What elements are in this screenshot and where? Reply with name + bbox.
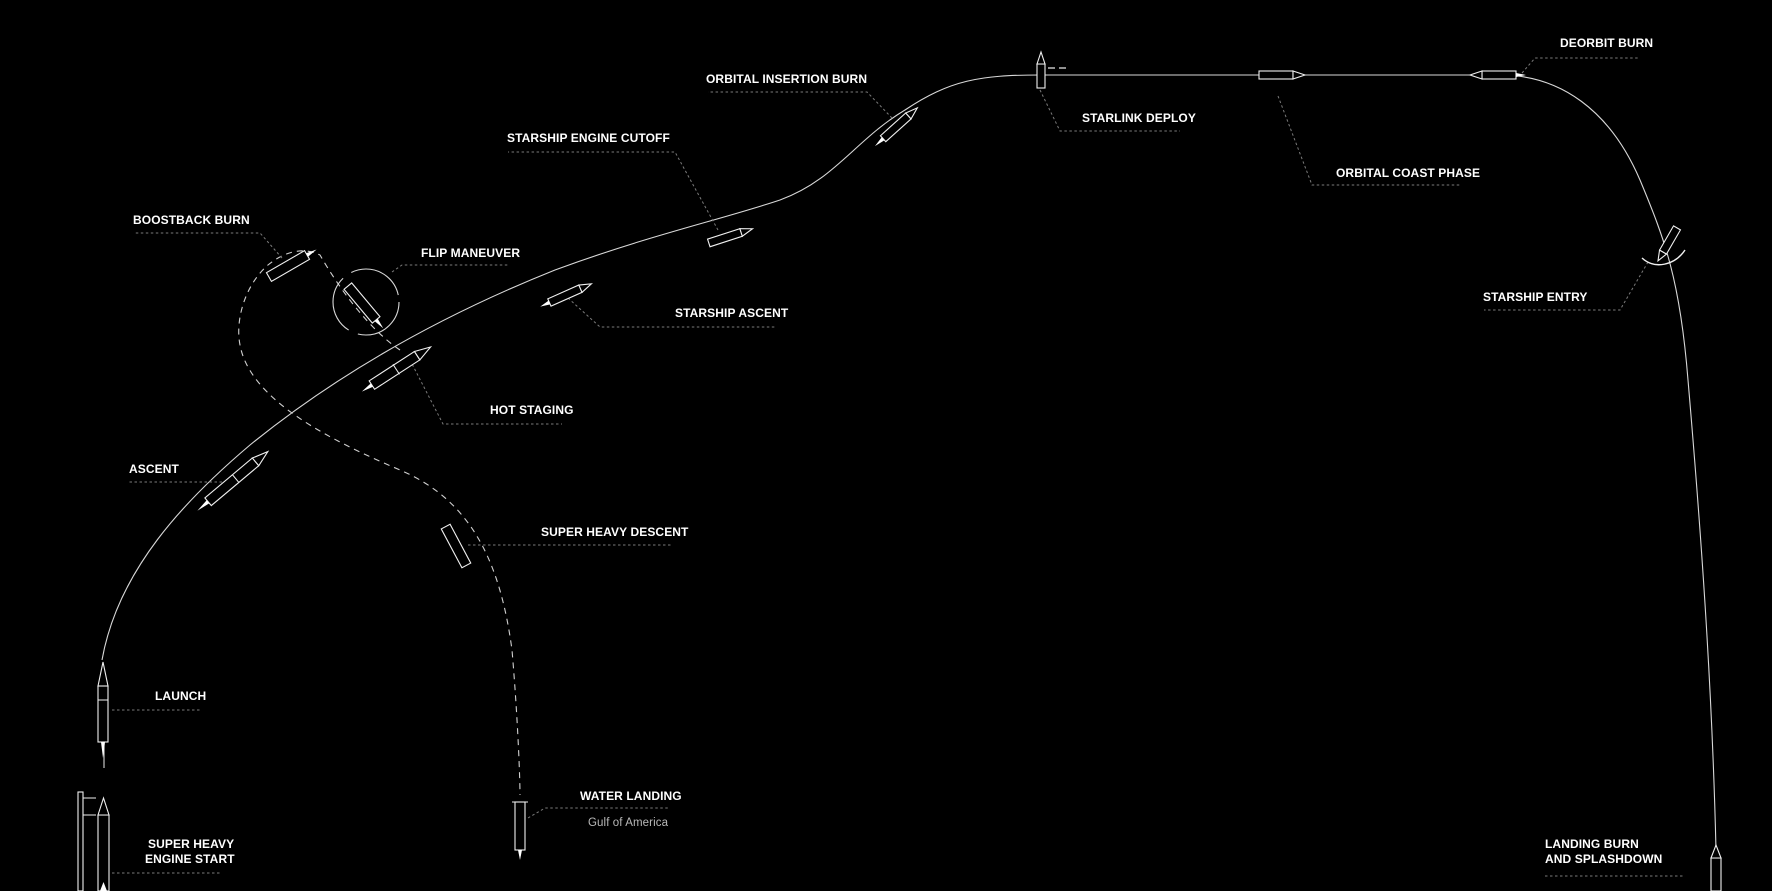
- orbital-insertion-icon: [874, 106, 919, 147]
- label-starship-engine-cutoff: STARSHIP ENGINE CUTOFF: [507, 131, 670, 145]
- leader-starlink-deploy: [1039, 89, 1180, 132]
- launch-tower-icon: [77, 791, 110, 891]
- rocket-launch-icon: [97, 661, 109, 758]
- starship-ascent-icon: [540, 283, 593, 307]
- label-water-landing: WATER LANDING: [580, 789, 682, 803]
- starship-trajectory: [101, 74, 1717, 851]
- super-heavy-descent-icon: [440, 523, 472, 569]
- deorbit-burn-icon: [1468, 70, 1526, 80]
- label-flip-maneuver: FLIP MANEUVER: [421, 246, 520, 260]
- label-ascent: ASCENT: [129, 462, 180, 476]
- label-hot-staging: HOT STAGING: [490, 403, 574, 417]
- label-orbital-insertion-burn: ORBITAL INSERTION BURN: [706, 72, 867, 86]
- label-starship-ascent: STARSHIP ASCENT: [675, 306, 789, 320]
- flip-maneuver-icon: [332, 268, 400, 336]
- label-landing-burn-line1: LANDING BURN: [1545, 837, 1639, 851]
- leader-boostback-burn: [134, 232, 283, 259]
- leader-deorbit-burn: [1521, 57, 1640, 74]
- leader-orbital-coast-phase: [1277, 95, 1460, 186]
- label-starship-entry: STARSHIP ENTRY: [1483, 290, 1588, 304]
- leader-hot-staging: [409, 359, 562, 425]
- label-super-heavy-engine-start-line2: ENGINE START: [145, 852, 235, 866]
- boostback-booster-icon: [265, 249, 317, 283]
- hot-staging-icon: [361, 345, 433, 392]
- label-starlink-deploy: STARLINK DEPLOY: [1082, 111, 1196, 125]
- label-orbital-coast-phase: ORBITAL COAST PHASE: [1336, 166, 1480, 180]
- booster-return-trajectory: [238, 250, 521, 796]
- leader-starship-engine-cutoff: [508, 151, 719, 231]
- label-launch: LAUNCH: [155, 689, 206, 703]
- starlink-deploy-icon: [1036, 50, 1066, 89]
- leader-lines: [112, 57, 1685, 877]
- label-landing-burn-line2: AND SPLASHDOWN: [1545, 852, 1662, 866]
- leader-starship-entry: [1484, 261, 1649, 311]
- starship-cutoff-icon: [706, 227, 755, 248]
- starship-entry-icon: [1641, 225, 1686, 266]
- label-boostback-burn: BOOSTBACK BURN: [133, 213, 250, 227]
- water-landing-icon: [512, 801, 528, 860]
- leader-flip-maneuver: [391, 264, 508, 273]
- leader-water-landing: [527, 807, 668, 819]
- leader-orbital-insertion-burn: [708, 91, 893, 119]
- label-water-landing-location: Gulf of America: [588, 817, 669, 829]
- rocket-ascent-icon: [197, 450, 270, 511]
- landing-burn-icon: [1710, 843, 1722, 891]
- orbital-coast-icon: [1258, 70, 1307, 80]
- label-super-heavy-descent: SUPER HEAVY DESCENT: [541, 525, 689, 539]
- label-super-heavy-engine-start-line1: SUPER HEAVY: [148, 837, 234, 851]
- label-deorbit-burn: DEORBIT BURN: [1560, 36, 1653, 50]
